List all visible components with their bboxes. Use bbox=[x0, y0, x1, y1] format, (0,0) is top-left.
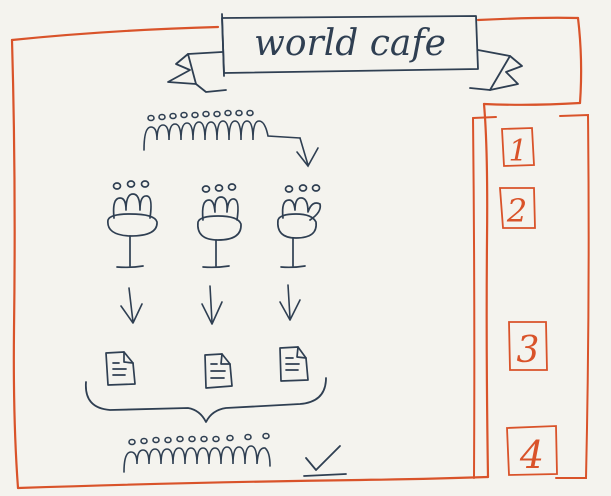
step-label-2: 2 bbox=[506, 192, 527, 230]
arrows-to-documents bbox=[121, 285, 300, 324]
step-label-4: 4 bbox=[519, 433, 544, 477]
table-group-3 bbox=[278, 185, 320, 267]
participants-crowd-bottom bbox=[124, 434, 270, 473]
document-3 bbox=[280, 347, 308, 381]
document-2 bbox=[205, 354, 232, 388]
participants-crowd-top bbox=[144, 111, 318, 167]
side-panel bbox=[473, 115, 589, 478]
title: world cafe bbox=[254, 23, 446, 64]
table-group-1 bbox=[108, 181, 157, 267]
step-label-1: 1 bbox=[508, 134, 527, 169]
step-label-3: 3 bbox=[517, 330, 540, 371]
check-mark-icon bbox=[304, 446, 346, 476]
document-1 bbox=[106, 352, 135, 385]
table-group-2 bbox=[198, 184, 241, 267]
